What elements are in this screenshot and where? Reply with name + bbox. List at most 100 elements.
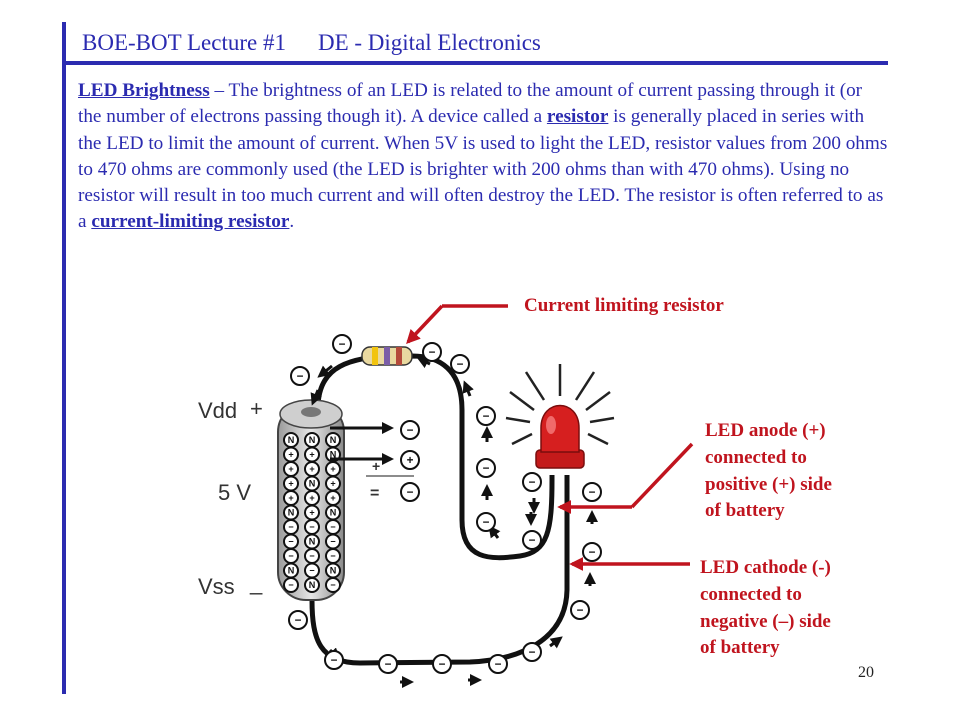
annotation-cathode-line: negative (–) side xyxy=(700,610,831,632)
svg-text:−: − xyxy=(330,580,335,590)
svg-text:−: − xyxy=(529,534,536,547)
label-vss: Vss xyxy=(198,574,235,599)
neutron-icon: N xyxy=(304,533,320,550)
proton-icon: + xyxy=(283,461,299,477)
svg-text:+: + xyxy=(288,479,293,489)
svg-text:−: − xyxy=(295,614,302,627)
annotation-anode-line: of battery xyxy=(705,500,785,522)
electron-icon: − xyxy=(283,533,299,550)
svg-text:N: N xyxy=(288,508,295,518)
svg-text:−: − xyxy=(309,551,314,561)
legend-equals: = xyxy=(370,485,379,502)
circuit-wire xyxy=(315,353,555,561)
svg-text:−: − xyxy=(577,604,584,617)
electron-icon: − xyxy=(288,610,308,630)
electron-icon: − xyxy=(283,548,299,564)
annotation-anode-line: connected to xyxy=(705,446,807,468)
svg-text:N: N xyxy=(288,566,295,576)
svg-text:−: − xyxy=(309,522,314,532)
label-vdd-plus: + xyxy=(250,396,263,421)
annotation-anode: LED anode (+) connected to positive (+) … xyxy=(705,418,832,525)
label-vss-minus: _ xyxy=(249,570,263,595)
svg-text:−: − xyxy=(439,658,446,671)
electron-icon: − xyxy=(522,472,542,492)
annotation-anode-line: LED anode (+) xyxy=(705,420,826,441)
svg-text:−: − xyxy=(309,566,314,576)
electron-icon: − xyxy=(325,519,341,535)
svg-text:+: + xyxy=(330,493,335,503)
svg-text:−: − xyxy=(407,424,414,437)
electron-icon: − xyxy=(325,548,341,564)
svg-text:N: N xyxy=(330,508,337,518)
term-resistor: resistor xyxy=(546,106,609,128)
svg-text:N: N xyxy=(330,566,337,576)
annotation-cathode: LED cathode (-) connected to negative (–… xyxy=(700,555,831,662)
body-text-1: – The brightness of an LED is related to… xyxy=(78,80,863,128)
electron-icon: − xyxy=(304,519,320,535)
proton-icon: + xyxy=(283,446,299,463)
svg-text:+: + xyxy=(288,450,293,460)
page-number: 20 xyxy=(858,664,874,681)
annotation-anode-line: positive (+) side xyxy=(705,473,832,495)
svg-text:−: − xyxy=(331,654,338,667)
electron-icon: − xyxy=(324,650,344,670)
electron-icon: − xyxy=(450,354,470,374)
electron-icon: − xyxy=(378,654,398,674)
proton-icon: + xyxy=(325,475,341,492)
electron-icon: − xyxy=(332,334,352,354)
svg-text:−: − xyxy=(288,580,293,590)
proton-icon: + xyxy=(283,490,299,506)
annotation-cathode-line: of battery xyxy=(700,637,780,659)
svg-text:−: − xyxy=(330,537,335,547)
electron-icon: − xyxy=(283,519,299,535)
electron-icon: − xyxy=(283,577,299,593)
electron-icon: − xyxy=(570,600,590,620)
svg-text:−: − xyxy=(288,551,293,561)
svg-text:N: N xyxy=(309,479,316,489)
svg-text:−: − xyxy=(589,546,596,559)
svg-text:−: − xyxy=(407,486,414,499)
proton-icon: + xyxy=(325,490,341,506)
svg-text:+: + xyxy=(309,450,314,460)
proton-icon: + xyxy=(304,461,320,477)
svg-text:−: − xyxy=(297,370,304,383)
neutron-icon: N xyxy=(283,562,299,579)
label-5v: 5 V xyxy=(218,480,251,505)
body-text-3: . xyxy=(289,211,295,233)
electron-icon: − xyxy=(400,420,420,440)
svg-text:−: − xyxy=(483,462,490,475)
term-led-brightness: LED Brightness xyxy=(78,80,210,101)
electron-icon: − xyxy=(325,577,341,593)
proton-icon: + xyxy=(304,504,320,521)
proton-icon: + xyxy=(283,475,299,492)
electron-icon: − xyxy=(488,654,508,674)
electron-icon: − xyxy=(290,366,310,386)
svg-text:N: N xyxy=(330,435,337,445)
title-topic: DE - Digital Electronics xyxy=(317,30,541,55)
left-accent-bar xyxy=(62,22,66,694)
wire-electrons: −−−−−−−−−−−−−−−−−−−−+ xyxy=(288,334,602,674)
electron-icon: − xyxy=(522,530,542,550)
neutron-icon: N xyxy=(283,504,299,521)
svg-text:+: + xyxy=(407,454,414,467)
svg-text:+: + xyxy=(288,493,293,503)
annotation-cathode-line: connected to xyxy=(700,583,802,605)
proton-icon: + xyxy=(304,490,320,506)
electron-icon: − xyxy=(476,406,496,426)
svg-text:−: − xyxy=(483,410,490,423)
svg-text:+: + xyxy=(330,464,335,474)
svg-text:+: + xyxy=(330,479,335,489)
svg-text:−: − xyxy=(288,537,293,547)
svg-text:−: − xyxy=(288,522,293,532)
svg-text:−: − xyxy=(529,476,536,489)
svg-text:N: N xyxy=(330,450,337,460)
proton-icon: + xyxy=(304,446,320,463)
electron-icon: − xyxy=(304,548,320,564)
electron-icon: − xyxy=(522,642,542,662)
electron-icon: − xyxy=(325,533,341,550)
neutron-icon: N xyxy=(325,504,341,521)
body-text-2: is generally placed in series with the L… xyxy=(78,106,888,233)
